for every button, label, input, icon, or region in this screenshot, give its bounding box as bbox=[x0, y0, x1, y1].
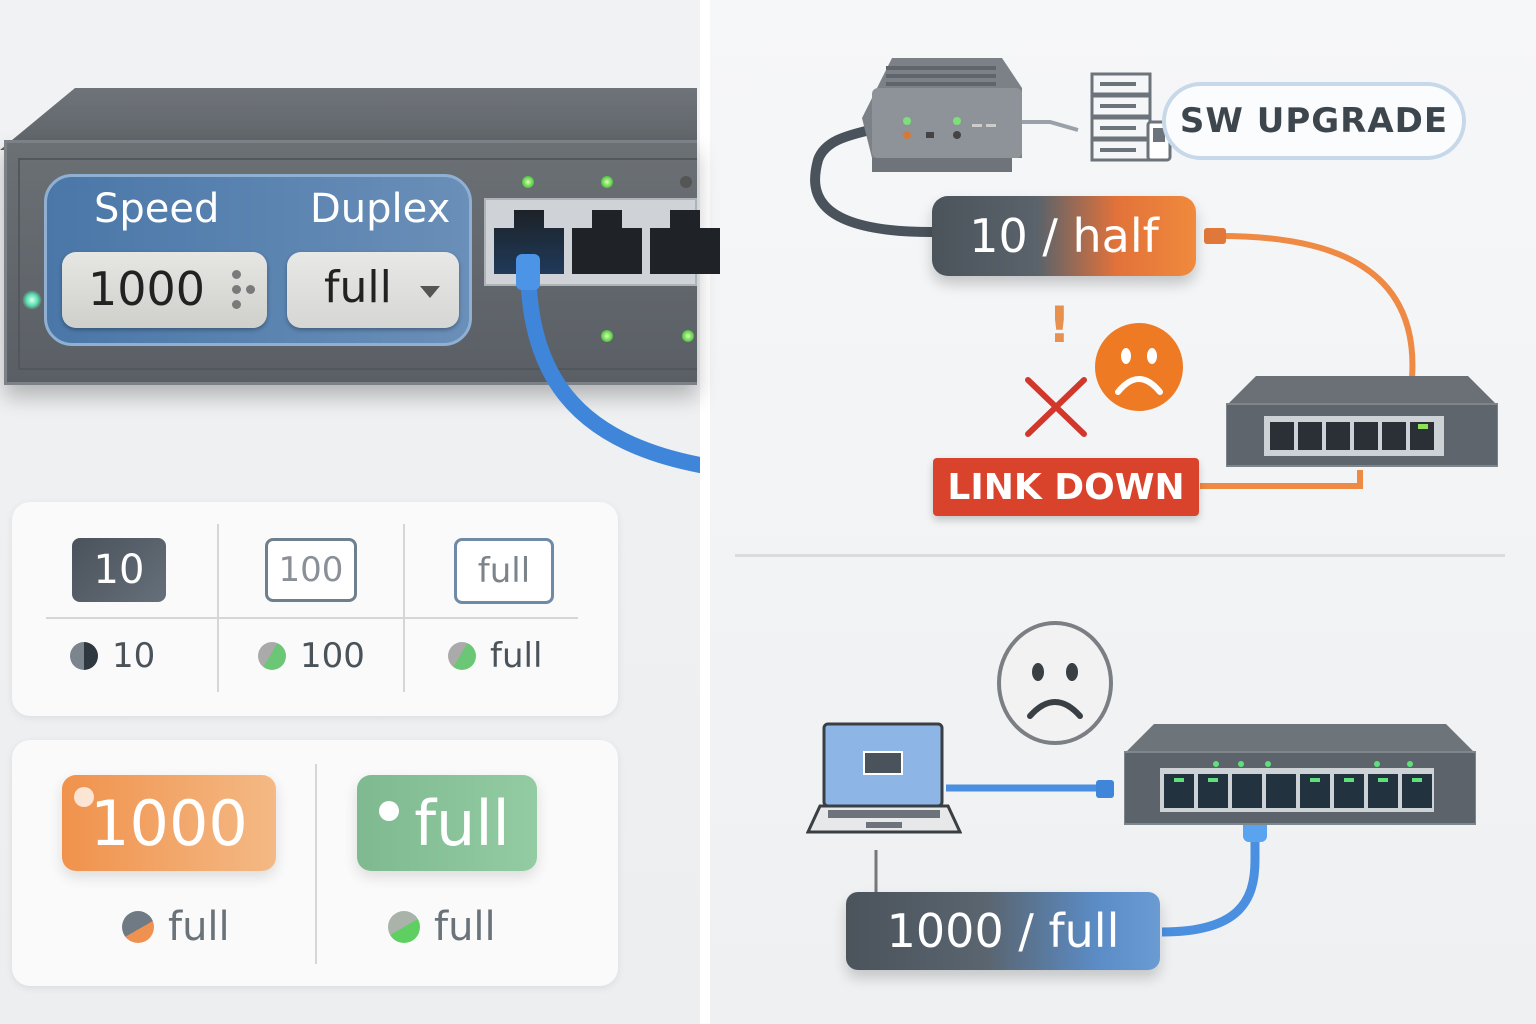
status-dot-icon bbox=[258, 642, 286, 670]
link-down-status: LINK DOWN bbox=[933, 458, 1199, 516]
panel-divider bbox=[700, 0, 710, 1024]
negotiated-mismatch-badge: 10 / half bbox=[932, 196, 1196, 276]
blue-cable-icon bbox=[516, 254, 700, 473]
legend-item-100: 100 bbox=[258, 636, 365, 676]
status-label: full bbox=[434, 904, 496, 950]
tag-label: full bbox=[414, 786, 510, 860]
negotiated-ok-badge: 1000 / full bbox=[846, 892, 1160, 970]
legend-label: 100 bbox=[300, 636, 365, 676]
error-x-icon bbox=[1025, 377, 1087, 437]
scenario-separator bbox=[735, 554, 1505, 557]
router-icon bbox=[862, 58, 1022, 172]
laptop-icon bbox=[806, 722, 962, 834]
warning-exclamation-icon: ! bbox=[1048, 296, 1071, 354]
legend-label: full bbox=[490, 636, 543, 676]
network-switch-icon bbox=[1226, 376, 1498, 467]
network-switch-icon bbox=[1124, 724, 1476, 825]
speed-stepper-icon[interactable] bbox=[230, 270, 258, 310]
status-label: full bbox=[168, 904, 230, 950]
speed-label: Speed bbox=[94, 186, 220, 232]
duplex-full-tag[interactable]: full bbox=[454, 538, 554, 604]
speed-1000-tag[interactable]: 1000 bbox=[62, 775, 276, 871]
legend-item-10: 10 bbox=[70, 636, 155, 676]
legend-label: 10 bbox=[112, 636, 156, 676]
legend-card bbox=[12, 502, 618, 716]
sw-upgrade-badge: SW UPGRADE bbox=[1162, 82, 1466, 160]
indicator-dot-icon bbox=[379, 801, 399, 821]
power-led-icon bbox=[22, 290, 42, 310]
divider bbox=[46, 617, 578, 619]
sad-face-icon bbox=[1095, 323, 1183, 411]
sad-face-icon bbox=[997, 621, 1113, 745]
port-led-icon bbox=[522, 176, 534, 188]
divider bbox=[217, 524, 219, 692]
switch-chassis-top bbox=[0, 88, 697, 150]
legend-item-full: full bbox=[448, 636, 542, 676]
divider bbox=[315, 764, 317, 964]
status-dot-icon bbox=[388, 911, 420, 943]
port-led-icon bbox=[682, 330, 694, 342]
port-led-icon bbox=[601, 330, 613, 342]
status-dot-icon bbox=[122, 911, 154, 943]
indicator-dot-icon bbox=[74, 787, 94, 807]
switch-front-bezel bbox=[18, 158, 697, 370]
tag-label: 1000 bbox=[90, 786, 248, 860]
divider bbox=[403, 524, 405, 692]
speed-value[interactable]: 1000 bbox=[88, 262, 206, 316]
status-item-full: full bbox=[388, 904, 496, 950]
duplex-value[interactable]: full bbox=[324, 262, 392, 313]
port-led-icon bbox=[680, 176, 692, 188]
speed-100-tag[interactable]: 100 bbox=[265, 538, 357, 602]
duplex-label: Duplex bbox=[310, 186, 451, 232]
half-circle-icon bbox=[70, 642, 98, 670]
status-dot-icon bbox=[448, 642, 476, 670]
speed-10-tag[interactable]: 10 bbox=[72, 538, 166, 602]
server-list-icon bbox=[1090, 72, 1172, 162]
port-led-icon bbox=[601, 176, 613, 188]
duplex-full-tag[interactable]: full bbox=[357, 775, 537, 871]
status-item-full: full bbox=[122, 904, 230, 950]
chevron-down-icon[interactable] bbox=[420, 286, 440, 298]
